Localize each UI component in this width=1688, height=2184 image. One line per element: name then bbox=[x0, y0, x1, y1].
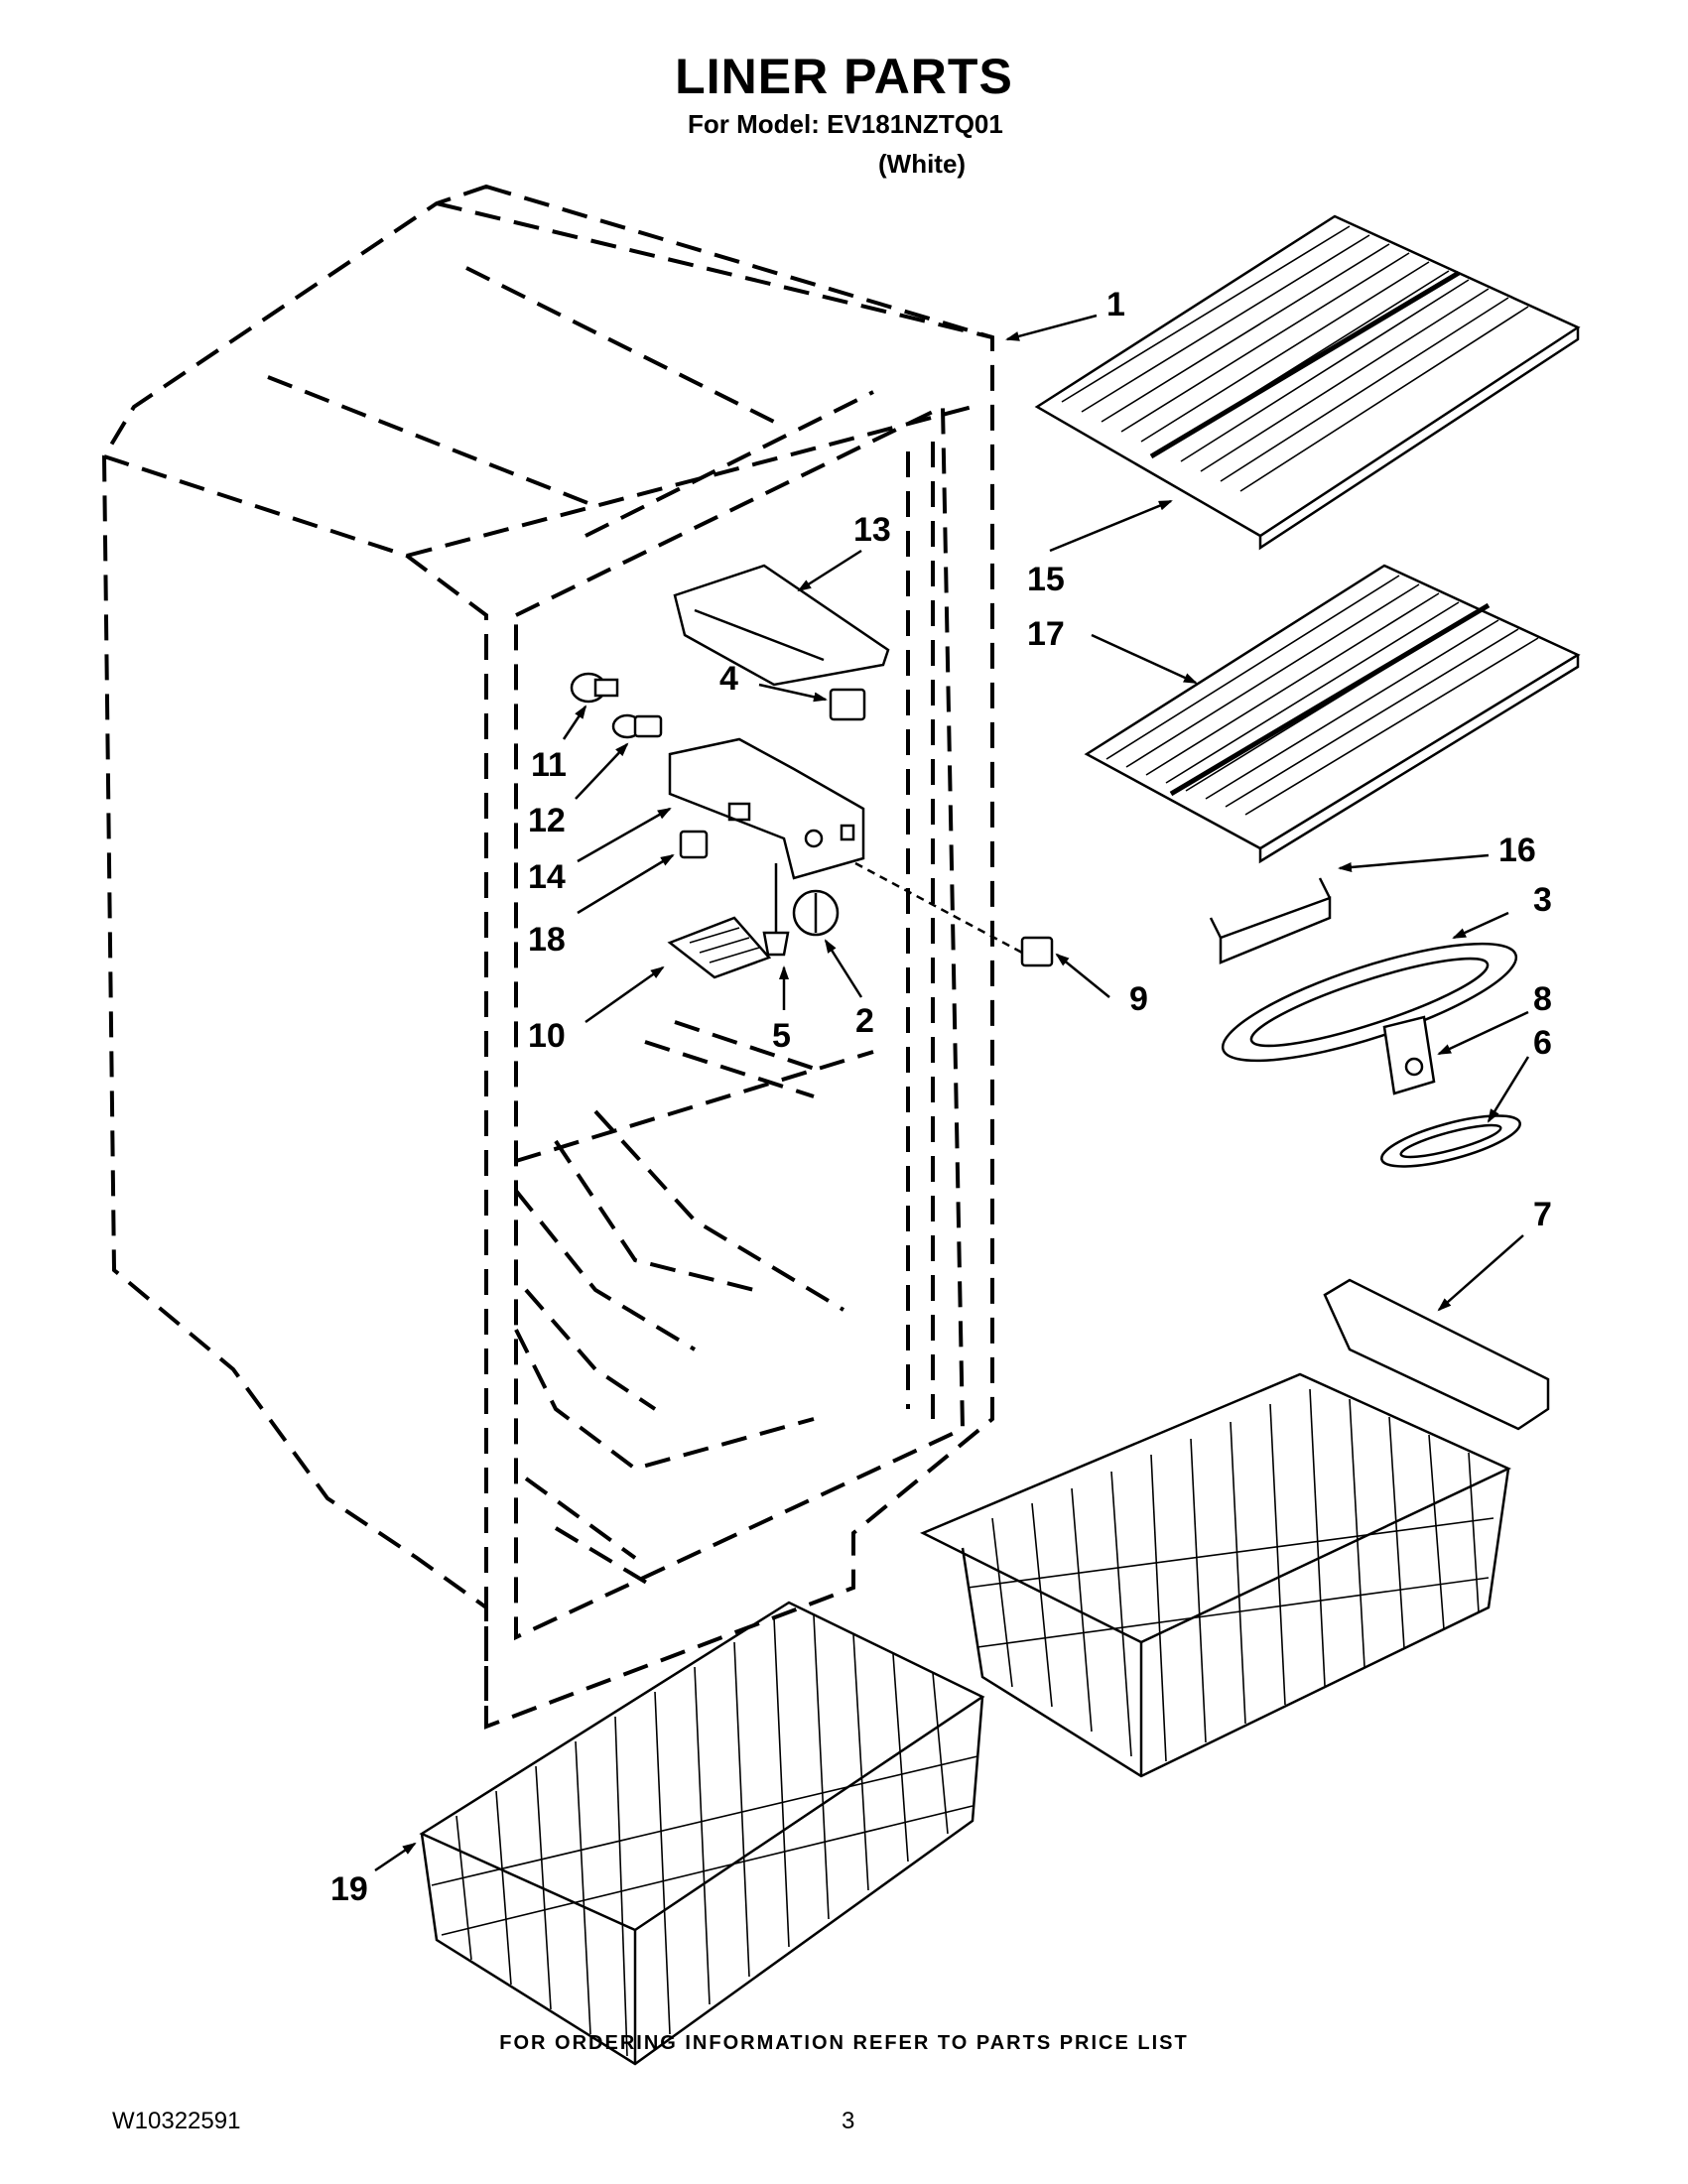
page-number: 3 bbox=[842, 2108, 855, 2134]
callout-3: 3 bbox=[1533, 881, 1552, 919]
callout-16: 16 bbox=[1498, 832, 1536, 869]
callout-15: 15 bbox=[1027, 561, 1065, 598]
color-variant: (White) bbox=[878, 149, 967, 179]
part-17-lower-shelf bbox=[1084, 564, 1581, 864]
part-19-lower-basket bbox=[419, 1601, 985, 2066]
callout-5: 5 bbox=[772, 1017, 791, 1055]
part-3-vent-panel bbox=[1221, 942, 1518, 1063]
part-18-switch bbox=[679, 830, 709, 859]
ordering-note: FOR ORDERING INFORMATION REFER TO PARTS … bbox=[499, 2032, 1189, 2054]
part-5-screw bbox=[762, 863, 790, 957]
callout-8: 8 bbox=[1533, 980, 1552, 1018]
callout-12: 12 bbox=[528, 802, 566, 839]
part-7-upper-basket bbox=[920, 1278, 1550, 1778]
part-6-small-vent bbox=[1380, 1114, 1521, 1168]
callout-leaders bbox=[374, 314, 1530, 1872]
part-9-door-switch bbox=[854, 861, 1054, 967]
callout-9: 9 bbox=[1129, 980, 1148, 1018]
part-11-light-bulb bbox=[570, 672, 619, 704]
callout-10: 10 bbox=[528, 1017, 566, 1055]
callout-6: 6 bbox=[1533, 1024, 1552, 1062]
part-16-shelf-bracket bbox=[1209, 877, 1332, 964]
callout-19: 19 bbox=[330, 1870, 368, 1908]
document-number: W10322591 bbox=[112, 2108, 241, 2134]
part-14-light-housing bbox=[668, 737, 865, 880]
callout-2: 2 bbox=[855, 1002, 874, 1040]
freezer-cabinet-outline bbox=[101, 184, 994, 1730]
model-subtitle: For Model: EV181NZTQ01 bbox=[688, 109, 1003, 139]
callout-4: 4 bbox=[719, 660, 738, 698]
part-4-switch-cap bbox=[829, 688, 866, 721]
part-15-upper-shelf bbox=[1034, 214, 1581, 551]
callout-labels: 1 2 3 4 5 6 7 8 9 10 11 12 13 14 15 16 1… bbox=[330, 286, 1552, 1908]
part-13-light-cover bbox=[673, 564, 890, 687]
callout-11: 11 bbox=[531, 746, 567, 784]
callout-7: 7 bbox=[1533, 1196, 1552, 1233]
part-8-temperature-control bbox=[1382, 1015, 1436, 1095]
callout-13: 13 bbox=[853, 511, 891, 549]
page-title: LINER PARTS bbox=[675, 49, 1013, 104]
callout-17: 17 bbox=[1027, 615, 1065, 653]
callout-18: 18 bbox=[528, 921, 566, 959]
part-10-vent-grille bbox=[667, 916, 772, 979]
callout-14: 14 bbox=[528, 858, 566, 896]
part-2-thermostat-knob bbox=[792, 889, 840, 937]
part-12-light-socket bbox=[611, 713, 663, 739]
callout-1: 1 bbox=[1106, 286, 1125, 323]
